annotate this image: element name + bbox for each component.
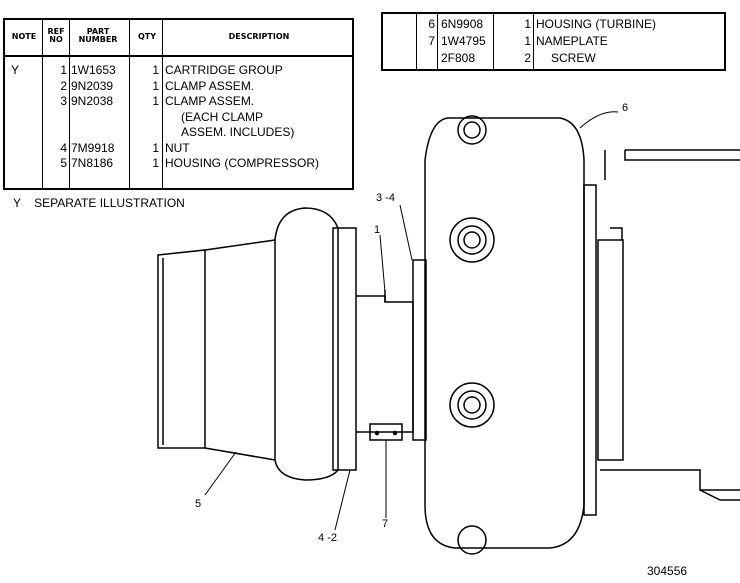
left-row-desc: CLAMP ASSEM. [165, 94, 255, 108]
callout-6: 6 [622, 102, 629, 114]
leader-lines [204, 111, 619, 531]
right-row-part: 1W4795 [441, 34, 486, 48]
callout-7: 7 [382, 518, 389, 530]
left-row-part: 9N2038 [71, 94, 114, 108]
cartridge-group [356, 259, 427, 441]
header-note: NOTE [11, 32, 37, 41]
right-row-qty: 1 [524, 34, 531, 48]
header-qty: QTY [137, 32, 157, 41]
header-ref: REF NO [47, 27, 65, 44]
left-row-ref: 5 [60, 156, 67, 170]
left-row-desc: CLAMP ASSEM. [165, 78, 255, 93]
figure-number: 304556 [647, 564, 688, 578]
right-row-ref: 6 [428, 17, 435, 31]
right-row-qty: 1 [524, 17, 531, 31]
right-row-qty: 2 [524, 51, 531, 65]
turbine-housing [424, 115, 585, 555]
left-row-qty: 1 [152, 140, 159, 155]
left-row-desc: NUT [165, 140, 190, 155]
left-row-desc: HOUSING (COMPRESSOR) [165, 156, 320, 170]
left-row-ref: 1 [60, 63, 67, 77]
left-row-qty: 1 [152, 78, 159, 93]
header-part: PART NUMBER [78, 27, 118, 44]
left-row-qty: 1 [152, 156, 159, 170]
compressor-housing [274, 207, 357, 481]
right-row-part: 6N9908 [441, 17, 484, 31]
left-row-part: 7M9918 [71, 140, 115, 155]
right-row-desc: SCREW [551, 51, 596, 65]
left-row-qty: 1 [152, 63, 159, 77]
callout-3-4: 3 -4 [376, 192, 395, 204]
right-row-desc: HOUSING (TURBINE) [536, 17, 656, 31]
left-row-part: 7N8186 [71, 156, 114, 170]
left-row-part: 9N2039 [71, 78, 114, 93]
right-row-desc: NAMEPLATE [536, 34, 608, 48]
callout-1: 1 [374, 224, 381, 236]
turbine-clamp [583, 149, 740, 516]
right-row-ref: 7 [428, 34, 435, 48]
left-row-ref: 2 [60, 78, 67, 93]
left-row-ref: 3 [60, 94, 67, 108]
left-row-desc: ASSEM. INCLUDES) [181, 125, 295, 139]
left-row-desc: CARTRIDGE GROUP [165, 63, 283, 77]
header-description: DESCRIPTION [228, 32, 290, 41]
left-row-desc: (EACH CLAMP [181, 109, 264, 124]
left-row-qty: 1 [152, 94, 159, 108]
left-row-note: Y [11, 63, 20, 77]
right-row-part: 2F808 [441, 51, 476, 65]
left-row-ref: 4 [60, 140, 67, 155]
left-row-part: 1W1653 [71, 63, 116, 77]
callout-4-2: 4 -2 [318, 532, 337, 544]
footnote: Y SEPARATE ILLUSTRATION [13, 196, 185, 210]
parts-table-left: NOTE REF NO PART NUMBER QTY DESCRIPTION … [3, 18, 354, 190]
callout-5: 5 [195, 498, 202, 510]
compressor-inlet [157, 239, 276, 461]
